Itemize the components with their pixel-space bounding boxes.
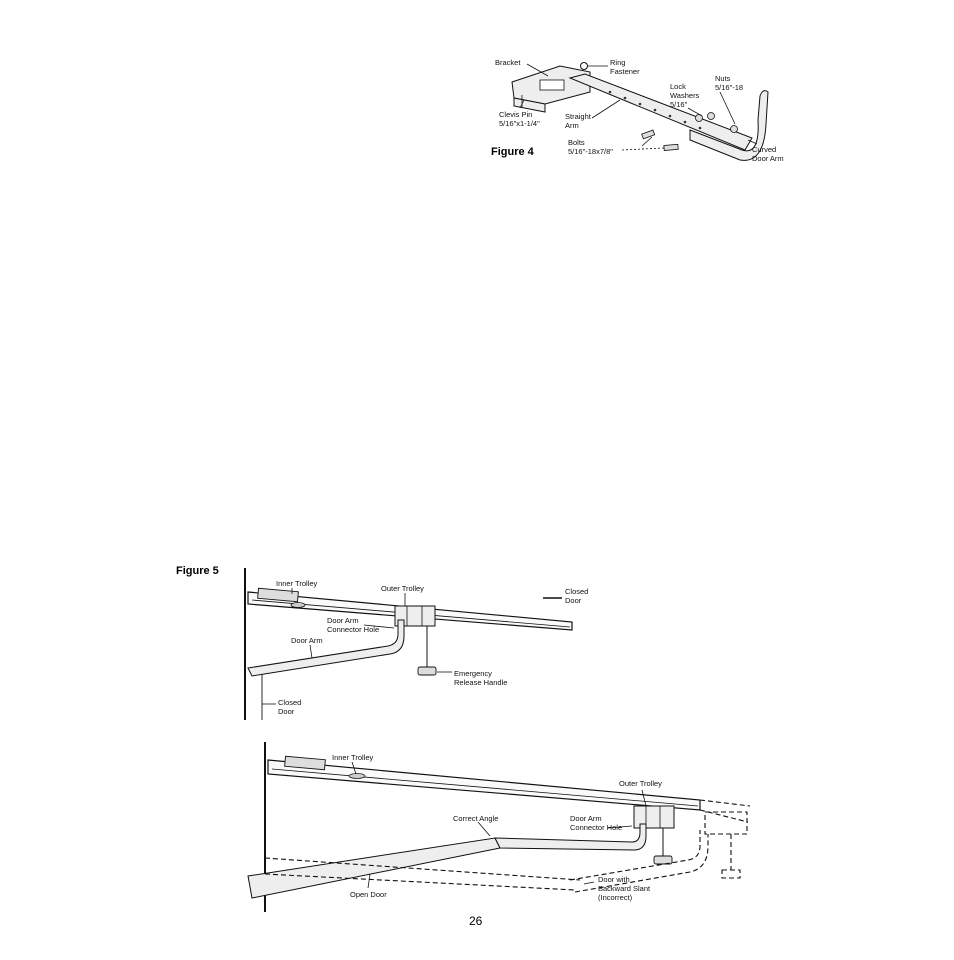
label-bracket: Bracket xyxy=(495,58,521,67)
bottom-label-outer-trolley: Outer Trolley xyxy=(619,779,662,788)
label-nuts-size: 5/16"-18 xyxy=(715,83,743,92)
nuts-washers-part xyxy=(695,112,738,133)
straight-arm-part xyxy=(568,73,753,151)
bottom-label-door-arm-connector: Door Arm xyxy=(570,814,602,823)
page-number: 26 xyxy=(469,914,483,928)
bracket-part xyxy=(511,65,591,113)
top-label-emergency: Emergency xyxy=(454,669,492,678)
figure-4-caption: Figure 4 xyxy=(491,146,535,158)
ring-fastener-part xyxy=(580,62,588,70)
curved-door-arm-part xyxy=(689,90,769,161)
label-bolts-size: 5/16"-18x7/8" xyxy=(568,147,613,156)
label-clevis-pin: Clevis Pin xyxy=(499,110,532,119)
label-nuts: Nuts xyxy=(715,74,731,83)
label-bolts: Bolts xyxy=(568,138,585,147)
bottom-label-open-door: Open Door xyxy=(350,890,387,899)
label-door-arm: Door Arm xyxy=(752,154,784,163)
bottom-label-backward-slant: Backward Slant xyxy=(598,884,651,893)
bottom-label-connector-hole: Connector Hole xyxy=(570,823,622,832)
label-fastener: Fastener xyxy=(610,67,640,76)
top-label-closed-door: Closed xyxy=(278,698,301,707)
label-washers: Washers xyxy=(670,91,700,100)
figure-5-top: Inner Trolley Outer Trolley Closed Door … xyxy=(244,568,588,720)
top-label-closed-door-2: Door xyxy=(278,707,295,716)
bottom-label-door-with: Door with xyxy=(598,875,630,884)
figure-4: Bracket Ring Fastener Nuts 5/16"-18 Lock… xyxy=(491,58,784,163)
bottom-label-inner-trolley: Inner Trolley xyxy=(332,753,374,762)
bottom-label-correct-angle: Correct Angle xyxy=(453,814,498,823)
top-label-inner-trolley: Inner Trolley xyxy=(276,579,318,588)
label-arm: Arm xyxy=(565,121,579,130)
top-label-connector-hole: Connector Hole xyxy=(327,625,379,634)
label-lock: Lock xyxy=(670,82,686,91)
label-curved: Curved xyxy=(752,145,776,154)
label-clevis-size: 5/16"x1-1/4" xyxy=(499,119,540,128)
label-straight: Straight xyxy=(565,112,592,121)
top-label-outer-trolley: Outer Trolley xyxy=(381,584,424,593)
bottom-label-incorrect: (Incorrect) xyxy=(598,893,633,902)
top-label-door-arm: Door Arm xyxy=(291,636,323,645)
label-ring: Ring xyxy=(610,58,625,67)
top-label-release-handle: Release Handle xyxy=(454,678,507,687)
figure-5-bottom: Inner Trolley Outer Trolley Correct Angl… xyxy=(247,742,751,912)
top-label-door-arm-connector: Door Arm xyxy=(327,616,359,625)
top-label-closed-legend-door: Door xyxy=(565,596,582,605)
bolts-part xyxy=(641,129,679,151)
top-label-closed-legend: Closed xyxy=(565,587,588,596)
label-washers-size: 5/16" xyxy=(670,100,688,109)
figure-5-caption: Figure 5 xyxy=(176,565,219,577)
